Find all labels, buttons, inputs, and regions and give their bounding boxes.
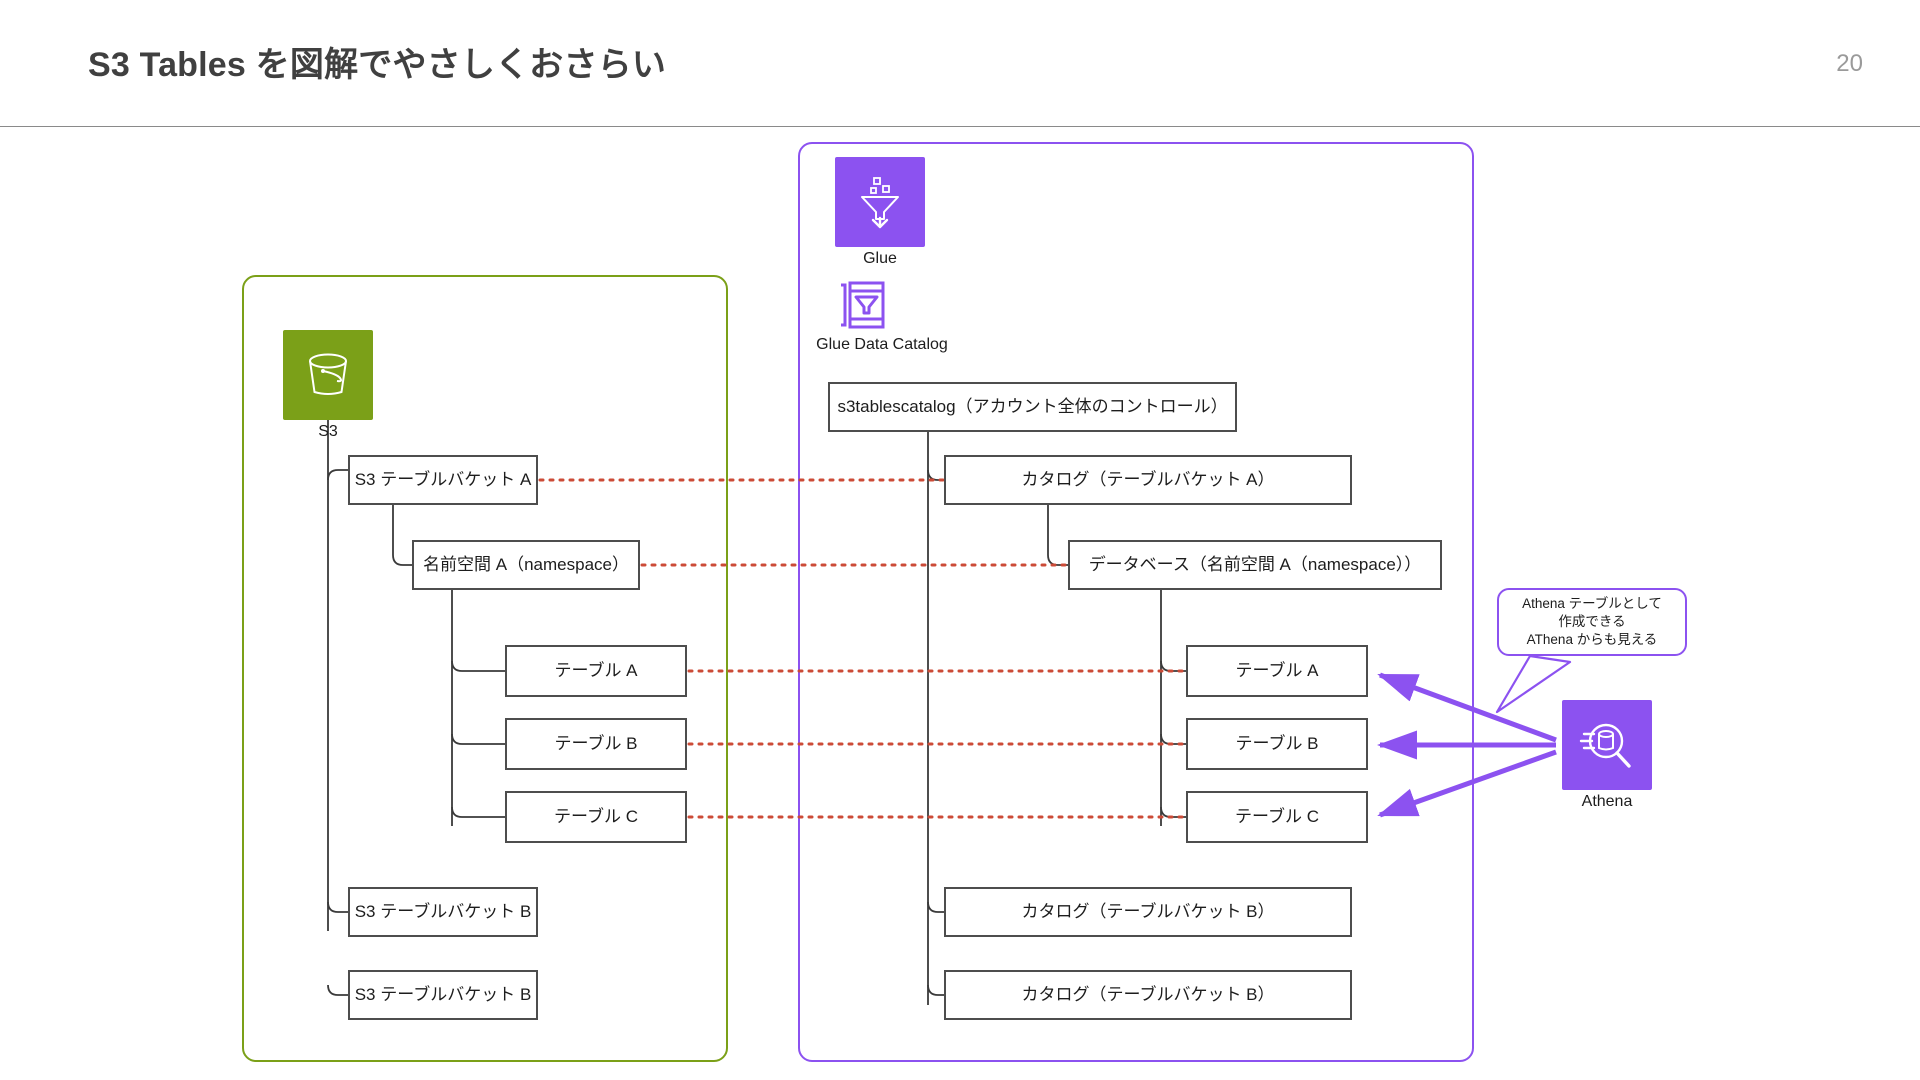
node-s3-table-bucket-a[interactable]: S3 テーブルバケット A [348,455,538,505]
node-s3-table-bucket-b2[interactable]: S3 テーブルバケット B [348,970,538,1020]
node-glue-table-c[interactable]: テーブル C [1186,791,1368,843]
service-glue-data-catalog: Glue Data Catalog [816,277,977,354]
node-namespace-a[interactable]: 名前空間 A（namespace） [412,540,640,590]
service-glue: Glue [835,157,925,268]
header-divider [0,126,1920,127]
node-database-a[interactable]: データベース（名前空間 A（namespace）） [1068,540,1442,590]
node-s3-table-c[interactable]: テーブル C [505,791,687,843]
athena-callout: Athena テーブルとして 作成できる AThena からも見える [1497,588,1687,656]
callout-tail [1495,654,1572,714]
glue-label: Glue [863,250,897,267]
node-glue-table-a[interactable]: テーブル A [1186,645,1368,697]
callout-line-1: Athena テーブルとして [1522,596,1662,612]
page-title: S3 Tables を図解でやさしくおさらい [88,46,667,84]
glue-funnel-icon [835,157,925,247]
node-catalog-bucket-b1[interactable]: カタログ（テーブルバケット B） [944,887,1352,937]
glue-data-catalog-label: Glue Data Catalog [816,336,948,353]
node-s3-table-a[interactable]: テーブル A [505,645,687,697]
service-athena: Athena [1562,700,1652,811]
athena-label: Athena [1581,793,1633,810]
athena-magnifier-icon [1562,700,1652,790]
node-catalog-bucket-b2[interactable]: カタログ（テーブルバケット B） [944,970,1352,1020]
glue-data-catalog-icon [835,277,891,333]
callout-line-3: AThena からも見える [1526,631,1658,647]
node-s3-table-bucket-b1[interactable]: S3 テーブルバケット B [348,887,538,937]
node-glue-table-b[interactable]: テーブル B [1186,718,1368,770]
s3-bucket-icon [283,330,373,420]
node-catalog-bucket-a[interactable]: カタログ（テーブルバケット A） [944,455,1352,505]
service-s3: S3 [283,330,373,441]
node-s3-table-b[interactable]: テーブル B [505,718,687,770]
page-number: 20 [1836,50,1863,77]
s3-label: S3 [318,423,338,440]
callout-line-2: 作成できる [1558,614,1626,630]
node-s3tablescatalog[interactable]: s3tablescatalog（アカウント全体のコントロール） [828,382,1237,432]
